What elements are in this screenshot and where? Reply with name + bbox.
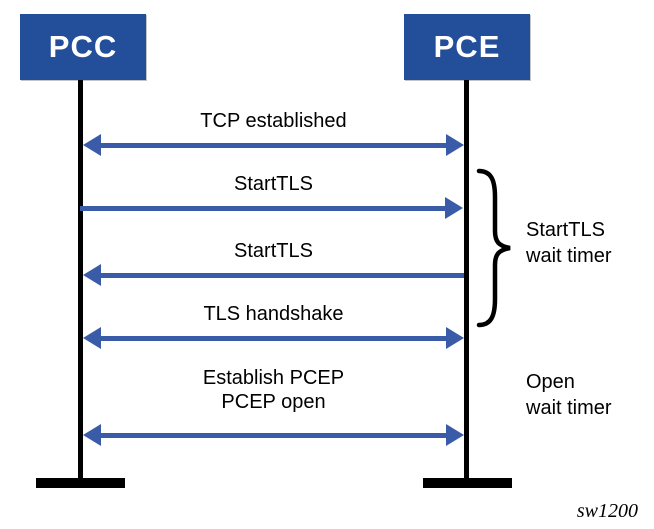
actor-box-pcc: PCC xyxy=(20,14,146,80)
lifeline-end-bar-pce xyxy=(423,478,512,488)
message-label-tcp-established: TCP established xyxy=(200,110,347,132)
annotation-line1: Open xyxy=(526,371,575,393)
message-label-tls-handshake: TLS handshake xyxy=(203,303,344,325)
annotation-line1: StartTLS xyxy=(526,219,605,241)
message-label-establish-pcep: Establish PCEP PCEP open xyxy=(83,366,464,414)
actor-label-pce: PCE xyxy=(433,29,501,64)
lifeline-pce xyxy=(464,80,469,479)
arrow-shaft xyxy=(101,335,446,341)
message-label-starttls-right: StartTLS xyxy=(234,173,313,195)
arrow-establish-pcep xyxy=(83,424,464,446)
lifeline-pcc xyxy=(78,80,83,479)
annotation-open-wait-timer: Open wait timer xyxy=(526,369,612,421)
curly-brace-icon xyxy=(476,168,511,328)
annotation-line2: wait timer xyxy=(526,245,612,267)
arrowhead-right-icon xyxy=(445,197,463,219)
watermark-label: sw1200 xyxy=(576,500,638,522)
arrow-shaft xyxy=(101,272,464,278)
actor-label-pcc: PCC xyxy=(48,29,118,64)
arrowhead-left-icon xyxy=(83,424,101,446)
arrowhead-left-icon xyxy=(83,327,101,349)
annotation-starttls-wait-timer: StartTLS wait timer xyxy=(526,217,612,269)
lifeline-end-bar-pcc xyxy=(36,478,125,488)
arrow-shaft xyxy=(101,432,446,438)
arrowhead-right-icon xyxy=(446,327,464,349)
annotation-line2: wait timer xyxy=(526,397,612,419)
message-label-line2: PCEP open xyxy=(221,391,326,413)
arrow-shaft xyxy=(101,142,446,148)
message-label-line1: Establish PCEP xyxy=(202,367,345,389)
arrowhead-right-icon xyxy=(446,134,464,156)
arrowhead-right-icon xyxy=(446,424,464,446)
arrow-tls-handshake xyxy=(83,327,464,349)
arrow-tcp-established xyxy=(83,134,464,156)
arrow-shaft xyxy=(80,205,445,211)
message-label-starttls-left: StartTLS xyxy=(234,240,313,262)
arrowhead-left-icon xyxy=(83,264,101,286)
arrow-starttls-left xyxy=(83,264,464,286)
arrowhead-left-icon xyxy=(83,134,101,156)
arrow-starttls-right xyxy=(80,197,463,219)
actor-box-pce: PCE xyxy=(404,14,530,80)
